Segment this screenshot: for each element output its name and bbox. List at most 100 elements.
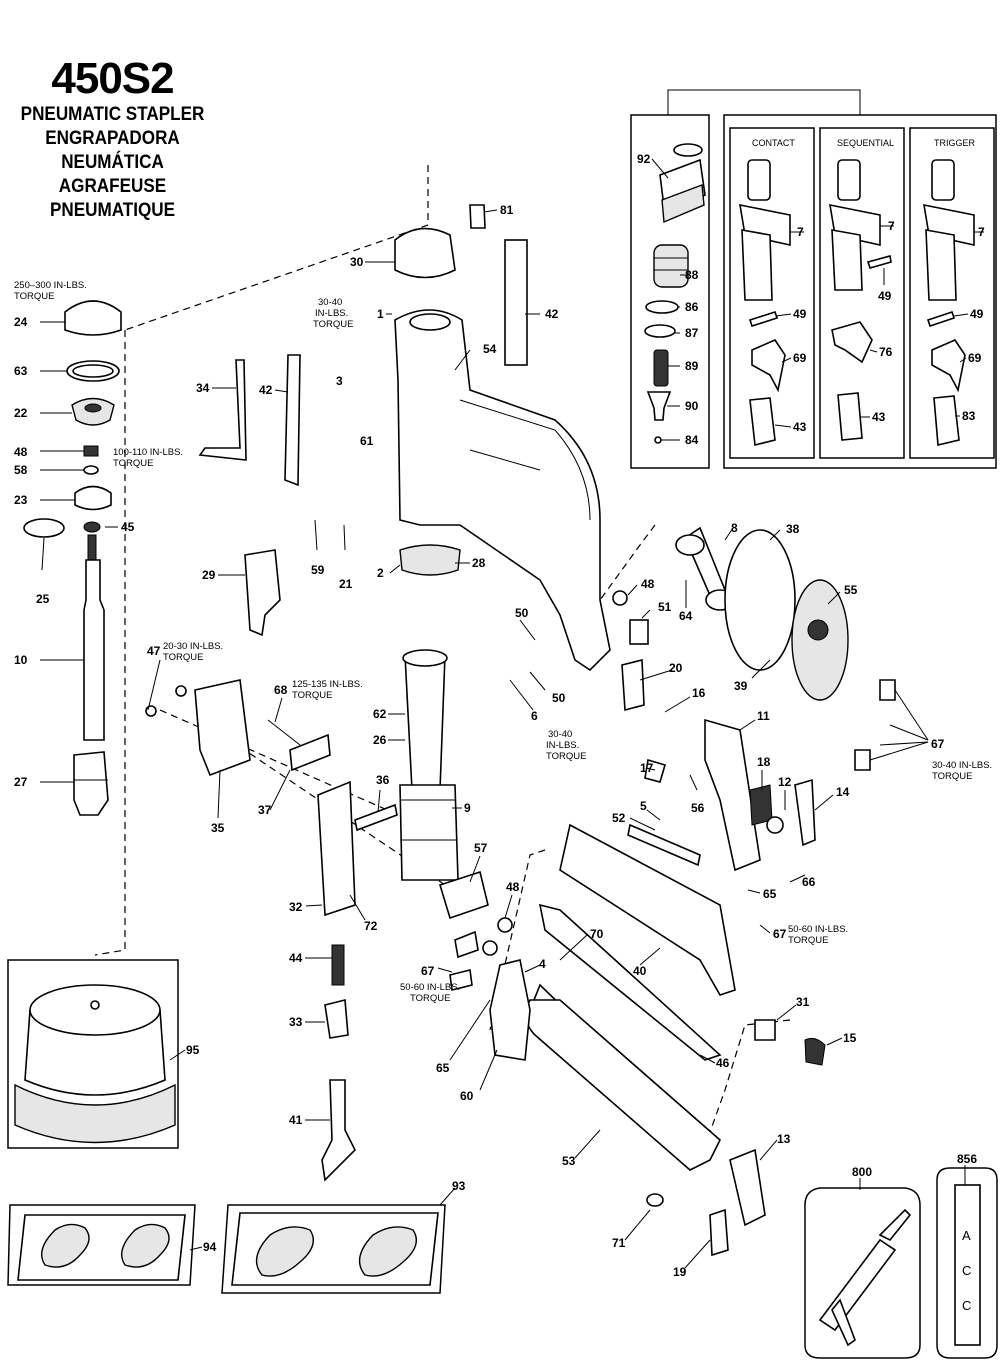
torque-note-6-line2: IN-LBS. [546, 740, 579, 751]
callout-49c: 49 [970, 307, 984, 321]
torque-note-24-line2: TORQUE [14, 291, 54, 302]
callout-800: 800 [852, 1165, 872, 1179]
callout-42a: 42 [545, 307, 559, 321]
cap-piston-stack [23, 300, 122, 816]
callout-48c: 48 [641, 577, 655, 591]
torque-note-48-line2: TORQUE [113, 458, 153, 469]
magazine-parts [489, 823, 766, 1257]
callout-50a: 50 [515, 606, 529, 620]
title-english: PNEUMATIC STAPLER [20, 104, 205, 125]
trigger-trigger-box [909, 127, 995, 459]
callout-94: 94 [203, 1240, 217, 1254]
callout-86: 86 [685, 300, 699, 314]
torque-note-67-center-line1: 50-60 IN-LBS. [788, 924, 848, 935]
callout-67a: 67 [421, 964, 435, 978]
callout-12: 12 [778, 775, 792, 789]
callout-27: 27 [14, 775, 28, 789]
callout-41: 41 [289, 1113, 303, 1127]
torque-note-47-line2: TORQUE [163, 652, 203, 663]
callout-92: 92 [637, 152, 651, 166]
callout-28: 28 [472, 556, 486, 570]
callout-42b: 42 [259, 383, 273, 397]
callout-95: 95 [186, 1043, 200, 1057]
callout-38: 38 [786, 522, 800, 536]
callout-856: 856 [957, 1152, 977, 1166]
torque-note-1-line2: IN-LBS. [315, 308, 348, 319]
trigger-variant-sequential [829, 159, 892, 441]
torque-note-24-line1: 250–300 IN-LBS. [14, 280, 87, 291]
callout-93: 93 [452, 1179, 466, 1193]
left-middle-parts [145, 359, 398, 1182]
callout-55: 55 [844, 583, 858, 597]
callout-50b: 50 [552, 691, 566, 705]
callout-6: 6 [531, 709, 538, 723]
header-contact: CONTACT [752, 138, 795, 148]
callout-15: 15 [843, 1031, 857, 1045]
callout-58: 58 [14, 463, 28, 477]
title-french: AGRAFEUSE PNEUMATIQUE [49, 176, 176, 221]
callout-5: 5 [640, 799, 647, 813]
callout-7c: 7 [978, 225, 985, 239]
callout-11: 11 [757, 709, 770, 723]
title-block: 450S2 PNEUMATIC STAPLER ENGRAPADORA NEUM… [0, 55, 225, 223]
callout-32: 32 [289, 900, 303, 914]
trigger-kit-box [723, 114, 997, 469]
callout-61: 61 [360, 434, 374, 448]
trigger-variant-trigger [923, 159, 975, 446]
callout-68: 68 [274, 683, 288, 697]
callout-10: 10 [14, 653, 28, 667]
torque-note-6-line3: TORQUE [546, 751, 586, 762]
callout-70: 70 [590, 927, 604, 941]
callout-60: 60 [460, 1089, 474, 1103]
callout-48a: 48 [14, 445, 28, 459]
callout-81: 81 [500, 203, 514, 217]
callout-67b: 67 [931, 737, 945, 751]
callout-89: 89 [685, 359, 699, 373]
main-housing [284, 204, 611, 672]
callout-7b: 7 [888, 219, 895, 233]
torque-note-67-center-line2: TORQUE [788, 935, 828, 946]
header-trigger: TRIGGER [934, 138, 976, 148]
callout-67c: 67 [773, 927, 787, 941]
callout-53: 53 [562, 1154, 576, 1168]
callout-8: 8 [731, 521, 738, 535]
callout-52: 52 [612, 811, 626, 825]
title-spanish: ENGRAPADORA NEUMÁTICA [45, 128, 180, 173]
torque-notes: 250–300 IN-LBS. TORQUE 30-40 IN-LBS. TOR… [14, 280, 992, 1004]
torque-note-1-line3: TORQUE [313, 319, 353, 330]
callout-37: 37 [258, 803, 272, 817]
callout-29: 29 [202, 568, 216, 582]
cylinder-parts [399, 649, 513, 991]
callout-90: 90 [685, 399, 699, 413]
torque-note-67-mid-line2: TORQUE [410, 993, 450, 1004]
valve-kit-parts [644, 143, 706, 444]
accessories-800-856: A C C [804, 1167, 998, 1359]
callout-54: 54 [483, 342, 497, 356]
callout-64: 64 [679, 609, 693, 623]
callout-24: 24 [14, 315, 28, 329]
callout-71: 71 [612, 1236, 626, 1250]
header-sequential: SEQUENTIAL [837, 138, 894, 148]
model-number: 450S2 [51, 54, 174, 103]
kit-boxes: CONTACT SEQUENTIAL TRIGGER [630, 89, 997, 469]
callout-66: 66 [802, 875, 816, 889]
callout-44: 44 [289, 951, 303, 965]
callout-43b: 43 [872, 410, 886, 424]
callout-51: 51 [658, 600, 672, 614]
callout-18: 18 [757, 755, 771, 769]
leader-lines [40, 158, 984, 1269]
torque-note-67-mid-line1: 50-60 IN-LBS. [400, 982, 460, 993]
callout-26: 26 [373, 733, 387, 747]
callout-36: 36 [376, 773, 390, 787]
callout-56: 56 [691, 801, 705, 815]
callout-25: 25 [36, 592, 50, 606]
callout-14: 14 [836, 785, 850, 799]
callout-87: 87 [685, 326, 699, 340]
exhaust-cap-95 [7, 959, 179, 1149]
contact-trigger-box [729, 127, 815, 459]
torque-note-67-right-line1: 30-40 IN-LBS. [932, 760, 992, 771]
callout-63: 63 [14, 364, 28, 378]
torque-note-6-line1: 30-40 [548, 729, 572, 740]
valve-kit-box [630, 114, 710, 469]
